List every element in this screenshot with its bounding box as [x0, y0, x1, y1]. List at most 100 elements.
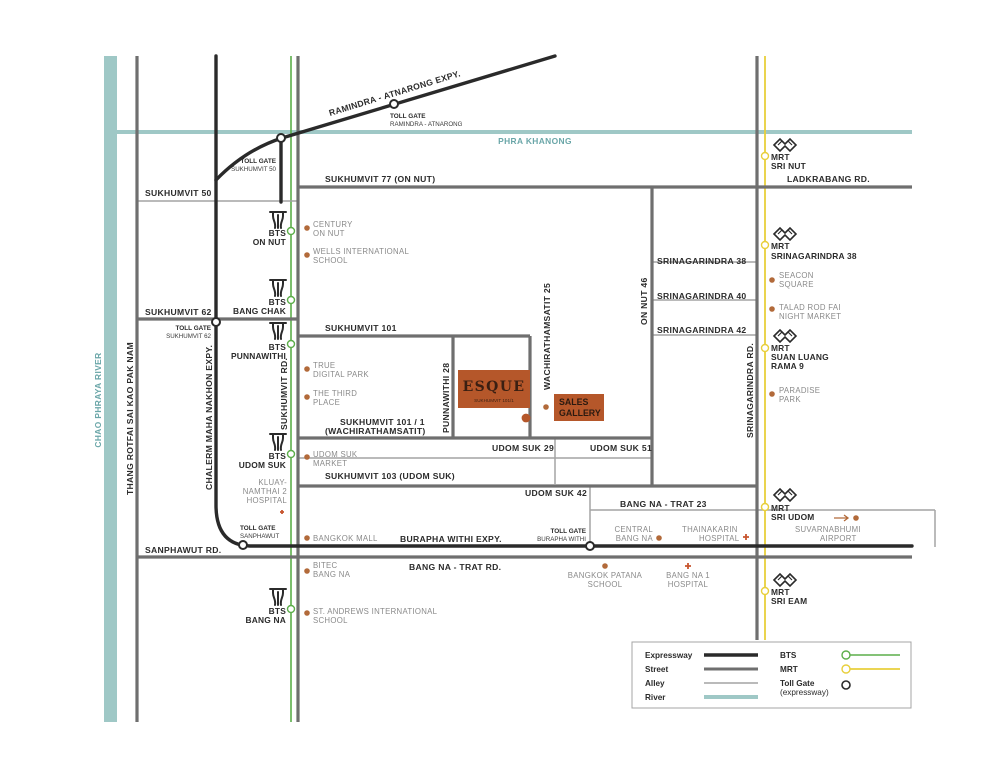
poi-label: HOSPITAL [699, 534, 740, 543]
poi-label: AIRPORT [820, 534, 857, 543]
poi-talad-rod-fai: TALAD ROD FAI NIGHT MARKET [769, 303, 841, 321]
mrt-station-name-2: RAMA 9 [771, 361, 804, 371]
sales-gallery[interactable]: SALES GALLERY [543, 394, 604, 421]
project-marker [521, 413, 531, 423]
mrt-station-name: SRI UDOM [771, 512, 814, 522]
phra-khanong-label: PHRA KHANONG [498, 136, 572, 146]
bts-station-marker [286, 339, 296, 349]
poi-bang-na-1-hospital: BANG NA 1 HOSPITAL [666, 563, 710, 589]
poi-label: SCHOOL [588, 580, 623, 589]
poi-marker [304, 454, 310, 460]
sales-gallery-label-1: SALES [559, 397, 588, 407]
poi-label: DIGITAL PARK [313, 370, 369, 379]
legend-toll-sub-label: (expressway) [780, 688, 829, 697]
mrt-station-suan-luang: MRT SUAN LUANG RAMA 9 [760, 329, 829, 371]
toll-gate-title: TOLL GATE [390, 113, 426, 120]
legend-alley-label: Alley [645, 679, 665, 688]
poi-label: BANG NA [616, 534, 654, 543]
mrt-station-marker [760, 502, 770, 512]
poi-marker [853, 515, 859, 521]
legend-mrt-marker [841, 664, 851, 674]
poi-century-on-nut: CENTURY ON NUT [304, 220, 353, 238]
project-esque[interactable]: ESQUE SUKHUMVIT 101/1 [458, 370, 531, 423]
poi-marker [304, 568, 310, 574]
hospital-icon [685, 563, 691, 569]
mrt-station-name: SRI EAM [771, 596, 807, 606]
toll-gate-title: TOLL GATE [240, 158, 276, 165]
poi-label: TRUE [313, 361, 335, 370]
toll-gate-marker [211, 317, 221, 327]
poi-label: TALAD ROD FAI [779, 303, 841, 312]
toll-gate-title: TOLL GATE [240, 525, 276, 532]
sales-gallery-label-2: GALLERY [559, 408, 601, 418]
poi-wells-school: WELLS INTERNATIONAL SCHOOL [304, 247, 409, 265]
chao-phraya-river [104, 56, 117, 722]
project-name: ESQUE [463, 379, 526, 395]
mrt-line-label: MRT [771, 503, 790, 513]
srinagarindra-rd-label: SRINAGARINDRA RD. [745, 343, 755, 438]
project-badge [458, 370, 530, 408]
ramindra-label: RAMINDRA - ATNARONG EXPY. [328, 68, 462, 118]
toll-gate-marker [238, 540, 248, 550]
chao-phraya-label: CHAO PHRAYA RIVER [93, 352, 103, 447]
udom-suk-51-label: UDOM SUK 51 [590, 443, 652, 453]
poi-marker [769, 391, 775, 397]
poi-marker [304, 225, 310, 231]
poi-bangkok-patana: BANGKOK PATANA SCHOOL [568, 563, 642, 589]
poi-bitec: BITEC BANG NA [304, 561, 350, 579]
poi-bangkok-mall: BANGKOK MALL [304, 534, 378, 543]
poi-marker [304, 610, 310, 616]
poi-label: THE THIRD [313, 389, 357, 398]
project-subtitle: SUKHUMVIT 101/1 [474, 398, 514, 403]
bts-station-marker [286, 449, 296, 459]
toll-gate-burapha: TOLL GATE BURAPHA WITHI [537, 528, 595, 551]
toll-gate-name: SANPHAWUT [240, 533, 280, 540]
poi-marker [304, 366, 310, 372]
poi-label: BANGKOK MALL [313, 534, 378, 543]
poi-label: PARADISE [779, 386, 820, 395]
bts-station-marker [286, 226, 296, 236]
bang-na-trat-23-label: BANG NA - TRAT 23 [620, 499, 707, 509]
mrt-station-sri-eam: MRT SRI EAM [760, 573, 807, 606]
wachirathamsatit-label: (WACHIRATHAMSATIT) [325, 426, 426, 436]
toll-gate-marker [276, 133, 286, 143]
poi-marker [304, 394, 310, 400]
poi-marker [656, 535, 662, 541]
poi-label: NIGHT MARKET [779, 312, 841, 321]
legend-bts-label: BTS [780, 651, 797, 660]
poi-label: CENTRAL [615, 525, 654, 534]
mrt-line-label: MRT [771, 587, 790, 597]
toll-gate-name: RAMINDRA - ATNARONG [390, 121, 463, 128]
poi-label: MARKET [313, 459, 347, 468]
mrt-station-name: SRI NUT [771, 161, 807, 171]
srinagarindra-42-label: SRINAGARINDRA 42 [657, 325, 746, 335]
poi-label: SQUARE [779, 280, 814, 289]
poi-thainakarin-hospital: THAINAKARIN HOSPITAL [682, 525, 749, 543]
mrt-station-name: SUAN LUANG [771, 352, 829, 362]
mrt-station-srinagarindra-38: MRT SRINAGARINDRA 38 [760, 227, 857, 261]
legend-toll-label: Toll Gate [780, 679, 815, 688]
poi-label: HOSPITAL [247, 496, 288, 505]
mrt-line-label: MRT [771, 241, 790, 251]
mrt-line-label: MRT [771, 343, 790, 353]
mrt-station-marker [760, 151, 770, 161]
mrt-station-marker [760, 343, 770, 353]
bts-station-name: BANG NA [246, 615, 286, 625]
legend-box [631, 641, 912, 709]
poi-central-bang-na: CENTRAL BANG NA [615, 525, 662, 543]
toll-gate-name: SUKHUMVIT 50 [231, 166, 276, 173]
bts-station-name: PUNNAWITHI [231, 351, 286, 361]
poi-label: NAMTHAI 2 [243, 487, 287, 496]
legend-expressway-label: Expressway [645, 651, 693, 660]
poi-marker [304, 535, 310, 541]
poi-seacon-square: SEACON SQUARE [769, 271, 814, 289]
sales-gallery-badge [554, 394, 604, 421]
poi-label: SUVARNABHUMI [795, 525, 861, 534]
mrt-station-sri-nut: MRT SRI NUT [760, 138, 807, 171]
toll-gate-marker [585, 541, 595, 551]
poi-paradise-park: PARADISE PARK [769, 386, 820, 404]
toll-gate-ramindra: TOLL GATE RAMINDRA - ATNARONG [389, 99, 463, 128]
poi-true-digital-park: TRUE DIGITAL PARK [304, 361, 369, 379]
poi-label: ON NUT [313, 229, 345, 238]
poi-udom-suk-market: UDOM SUK MARKET [304, 450, 358, 468]
